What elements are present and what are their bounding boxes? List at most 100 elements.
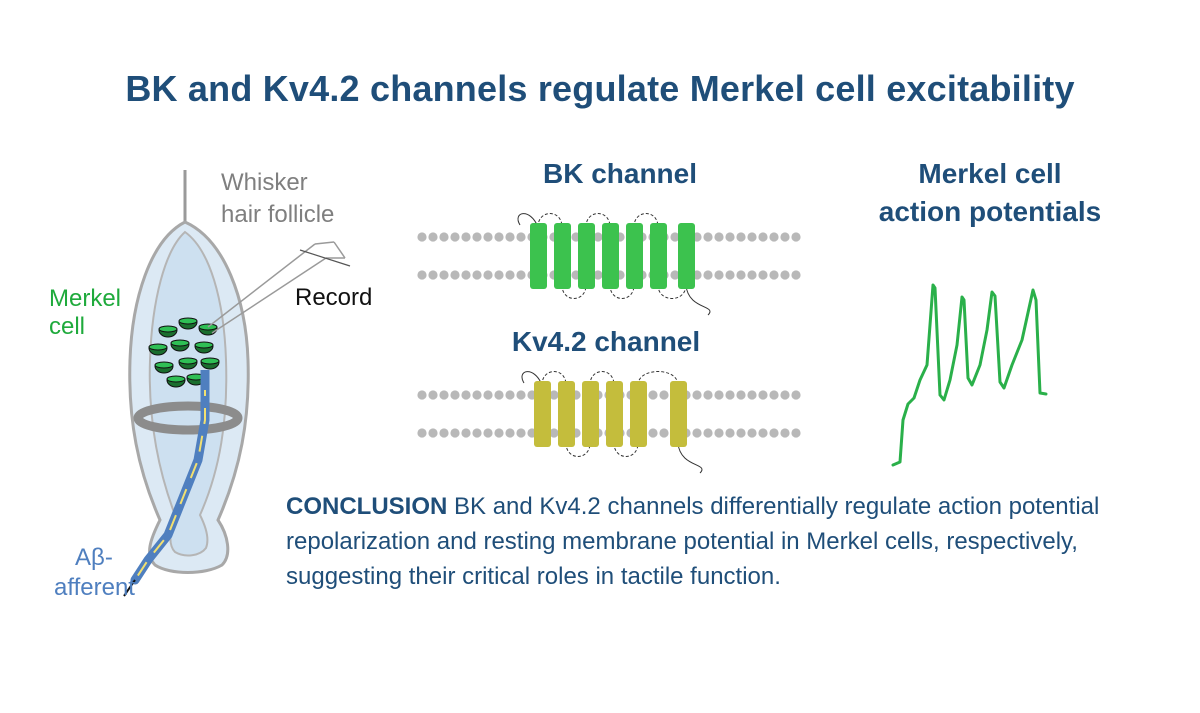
lipid-head xyxy=(780,390,790,400)
merkel-cell xyxy=(200,357,220,370)
lipid-head xyxy=(714,270,724,280)
cell-label: cell xyxy=(49,313,85,340)
lipid-head xyxy=(769,232,779,242)
lipid-head xyxy=(692,390,702,400)
lipid-head xyxy=(472,428,482,438)
lipid-head xyxy=(494,390,504,400)
lipid-head xyxy=(747,270,757,280)
bk-transmembrane-segment xyxy=(578,223,595,289)
lipid-head xyxy=(769,390,779,400)
whisker-label: Whisker xyxy=(221,169,308,196)
merkel-cell xyxy=(148,343,168,356)
lipid-head xyxy=(659,390,669,400)
lipid-head xyxy=(472,232,482,242)
recording-pipette xyxy=(207,241,351,334)
whisker-follicle-illustration xyxy=(123,170,351,597)
kv-transmembrane-segment xyxy=(606,381,623,447)
conclusion-heading: CONCLUSION xyxy=(286,493,448,520)
lipid-head xyxy=(516,428,526,438)
lipid-head xyxy=(736,232,746,242)
lipid-head xyxy=(472,270,482,280)
lipid-head xyxy=(703,428,713,438)
bk-transmembrane-segment xyxy=(554,223,571,289)
action-potential-trace xyxy=(891,283,1048,467)
lipid-head xyxy=(791,232,801,242)
bk-transmembrane-segment xyxy=(650,223,667,289)
lipid-head xyxy=(483,270,493,280)
merkel-cell-cluster xyxy=(148,317,220,390)
lipid-head xyxy=(593,232,603,242)
lipid-head xyxy=(417,232,427,242)
lipid-head xyxy=(758,428,768,438)
lipid-head xyxy=(417,390,427,400)
n-terminus xyxy=(517,213,539,228)
lipid-head xyxy=(439,270,449,280)
lipid-head xyxy=(450,232,460,242)
lipid-head xyxy=(450,270,460,280)
lipid-head xyxy=(791,390,801,400)
merkel-cell xyxy=(178,357,198,370)
record-label: Record xyxy=(295,284,372,311)
lipid-head xyxy=(483,232,493,242)
lipid-head xyxy=(439,390,449,400)
merkel-cell xyxy=(170,339,190,352)
lipid-head xyxy=(769,270,779,280)
lipid-head xyxy=(758,270,768,280)
lipid-head xyxy=(670,270,680,280)
lipid-head xyxy=(461,428,471,438)
lipid-head xyxy=(494,232,504,242)
lipid-head xyxy=(483,428,493,438)
lipid-head xyxy=(747,428,757,438)
ap-label-line1: Merkel cell xyxy=(918,158,1061,189)
channel-loop xyxy=(637,371,679,386)
merkel-cell xyxy=(198,323,218,336)
lipid-head xyxy=(736,390,746,400)
channel-loop xyxy=(657,284,687,299)
afferent-label: afferent xyxy=(54,574,135,601)
page-title: BK and Kv4.2 channels regulate Merkel ce… xyxy=(125,68,1075,109)
kv-membrane xyxy=(417,371,801,474)
lipid-head xyxy=(428,270,438,280)
lipid-head xyxy=(549,428,559,438)
bk-transmembrane-segment xyxy=(626,223,643,289)
lipid-head xyxy=(780,232,790,242)
lipid-head xyxy=(505,232,515,242)
lipid-head xyxy=(791,428,801,438)
lipid-head xyxy=(505,428,515,438)
lipid-head xyxy=(505,390,515,400)
lipid-head xyxy=(758,232,768,242)
bk-channel-label: BK channel xyxy=(543,158,697,189)
lipid-head xyxy=(428,232,438,242)
lipid-head xyxy=(494,270,504,280)
bk-membrane xyxy=(417,213,801,316)
lipid-head xyxy=(461,232,471,242)
lipid-head xyxy=(747,232,757,242)
kv-transmembrane-segment xyxy=(582,381,599,447)
lipid-head xyxy=(714,428,724,438)
lipid-head xyxy=(758,390,768,400)
merkel-cell xyxy=(166,375,186,388)
conclusion-text: BK and Kv4.2 channels differentially reg… xyxy=(286,493,1100,590)
lipid-head xyxy=(725,232,735,242)
lipid-head xyxy=(703,270,713,280)
ap-label-line2: action potentials xyxy=(879,196,1101,227)
lipid-head xyxy=(670,232,680,242)
lipid-head xyxy=(549,390,559,400)
kv-transmembrane-segment xyxy=(534,381,551,447)
lipid-head xyxy=(472,390,482,400)
lipid-head xyxy=(725,270,735,280)
lipid-head xyxy=(769,428,779,438)
merkel-label: Merkel xyxy=(49,285,121,312)
lipid-head xyxy=(450,428,460,438)
lipid-head xyxy=(747,390,757,400)
kv-channel-label: Kv4.2 channel xyxy=(512,326,700,357)
merkel-cell xyxy=(154,361,174,374)
lipid-head xyxy=(725,390,735,400)
lipid-head xyxy=(692,428,702,438)
lipid-head xyxy=(780,428,790,438)
merkel-cell xyxy=(158,325,178,338)
lipid-head xyxy=(516,390,526,400)
lipid-head xyxy=(516,270,526,280)
afferent-myelin xyxy=(134,380,206,581)
lipid-head xyxy=(714,232,724,242)
